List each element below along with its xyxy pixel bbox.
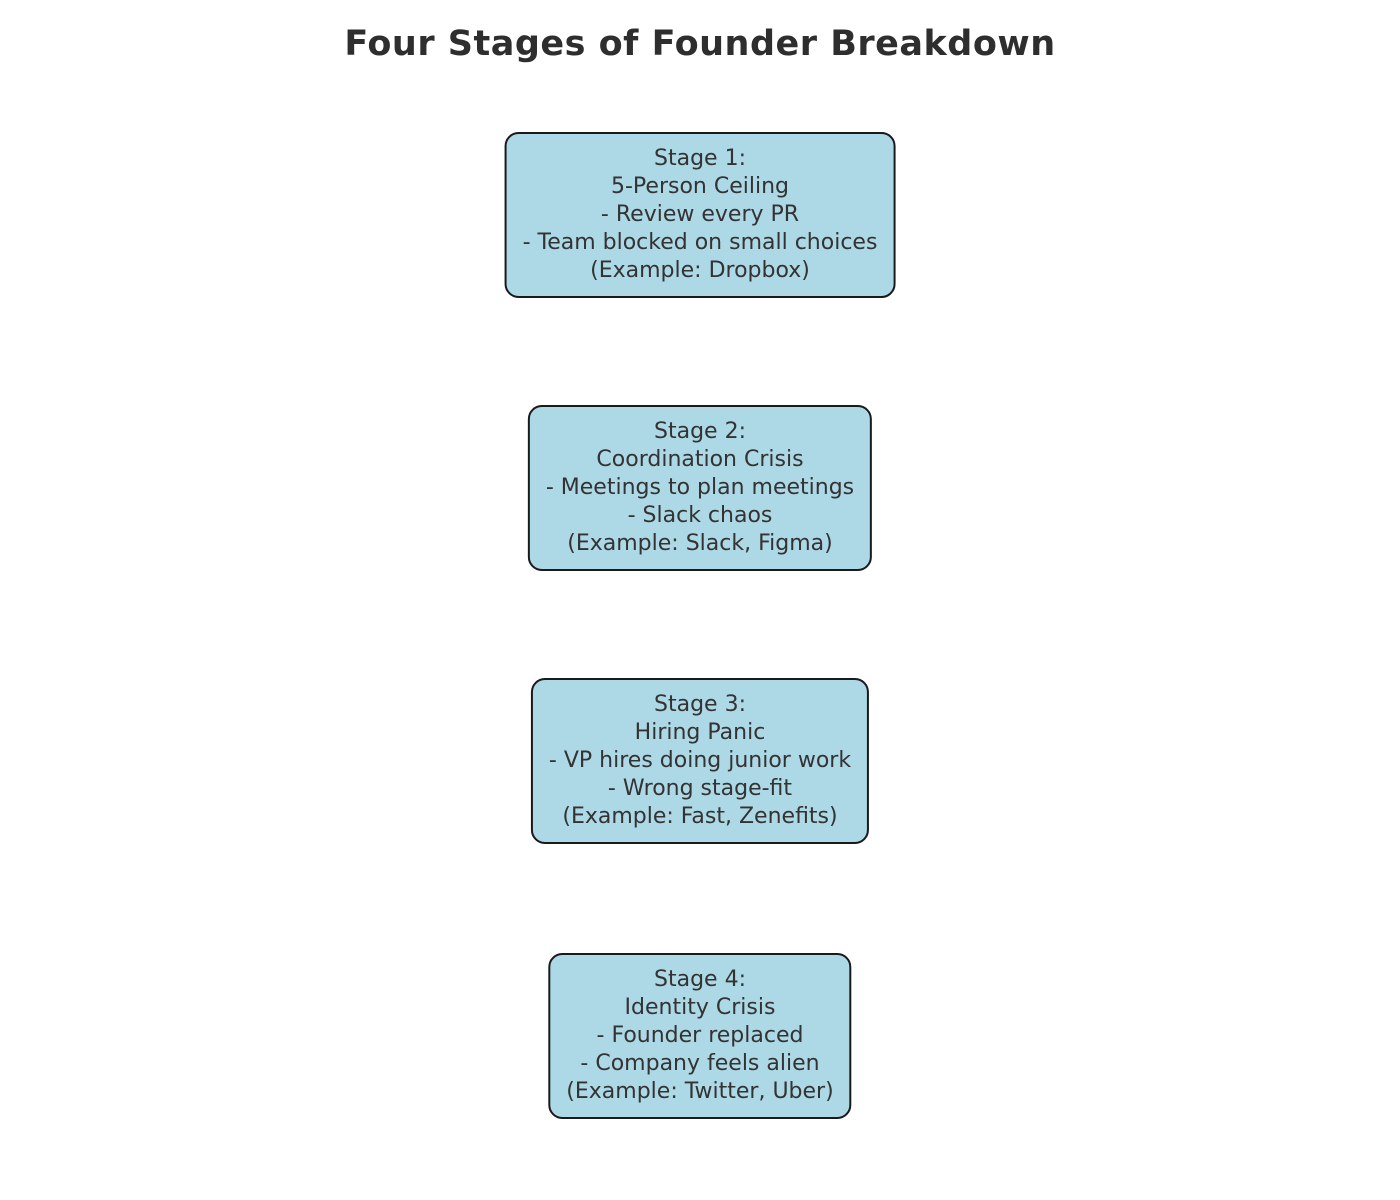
stage-2-example: (Example: Slack, Figma) bbox=[567, 531, 833, 556]
stage-2-box: Stage 2: Coordination Crisis - Meetings … bbox=[527, 405, 873, 571]
stage-3-box: Stage 3: Hiring Panic - VP hires doing j… bbox=[530, 678, 870, 844]
stage-3-example: (Example: Fast, Zenefits) bbox=[562, 804, 838, 829]
stage-1-bullet-2: - Team blocked on small choices bbox=[522, 230, 878, 255]
stage-4-box: Stage 4: Identity Crisis - Founder repla… bbox=[548, 953, 852, 1119]
stage-2-name: Coordination Crisis bbox=[596, 447, 804, 472]
stage-2-label: Stage 2: bbox=[654, 419, 746, 444]
stage-2-bullet-1: - Meetings to plan meetings bbox=[545, 475, 855, 500]
stage-1-box: Stage 1: 5-Person Ceiling - Review every… bbox=[504, 132, 896, 298]
stage-1-example: (Example: Dropbox) bbox=[590, 258, 810, 283]
stage-3-label: Stage 3: bbox=[654, 692, 746, 717]
stage-3-name: Hiring Panic bbox=[634, 720, 766, 745]
stage-2-bullet-2: - Slack chaos bbox=[627, 503, 773, 528]
stage-4-bullet-1: - Founder replaced bbox=[596, 1023, 804, 1048]
stage-4-name: Identity Crisis bbox=[624, 995, 776, 1020]
stage-4-bullet-2: - Company feels alien bbox=[580, 1051, 820, 1076]
stage-1-bullet-1: - Review every PR bbox=[600, 202, 800, 227]
stage-3-bullet-2: - Wrong stage-fit bbox=[607, 776, 793, 801]
stage-3-bullet-1: - VP hires doing junior work bbox=[548, 748, 852, 773]
stage-4-label: Stage 4: bbox=[654, 967, 746, 992]
stage-1-label: Stage 1: bbox=[654, 146, 746, 171]
diagram-title: Four Stages of Founder Breakdown bbox=[344, 24, 1056, 64]
stage-1-name: 5-Person Ceiling bbox=[610, 174, 789, 199]
stage-4-example: (Example: Twitter, Uber) bbox=[566, 1079, 834, 1104]
